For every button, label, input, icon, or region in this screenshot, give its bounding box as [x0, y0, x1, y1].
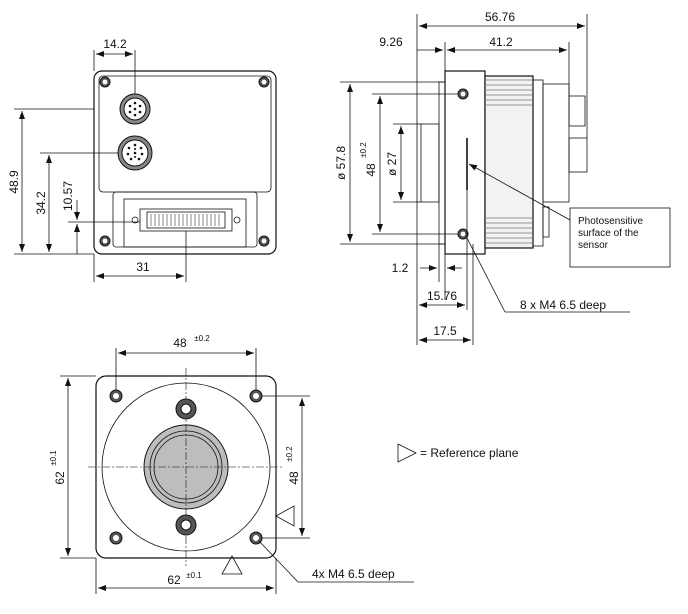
dim-flange-depth: 17.5 [433, 324, 457, 338]
power-connector [117, 135, 153, 171]
dim-bottom-height: 62 [53, 471, 67, 485]
dim-body-length: 41.2 [489, 35, 513, 49]
dim-bottom-hole-spacing-top: 48 [173, 336, 187, 350]
reference-plane-triangle-icon [397, 443, 417, 463]
dim-sensor-offset: 15.76 [427, 289, 457, 303]
rear-connector-top [568, 95, 586, 127]
sensor-note-box [569, 207, 671, 268]
side-flange [444, 70, 486, 255]
label-sensor-line1: Photosensitive [578, 216, 643, 227]
front-corner-screws [99, 76, 270, 247]
legend: = Reference plane [397, 443, 519, 463]
dim-bottom-hole-spacing-right-tol: ±0.2 [285, 446, 294, 462]
legend-reference-plane: = Reference plane [420, 446, 519, 460]
label-bottom-holes: 4x M4 6.5 deep [312, 567, 395, 581]
io-connector-small [119, 93, 151, 125]
dim-height-total: 48.9 [7, 170, 21, 194]
dim-diameter-lens: ø 27 [385, 152, 399, 176]
dim-diameter-outer: ø 57.8 [334, 146, 348, 180]
bottom-view: 48 ±0.2 62 ±0.1 48 ±0.2 62 ±0.1 4x M4 6.… [49, 334, 414, 594]
dim-flange-offset: 9.26 [379, 35, 403, 49]
dim-hole-spacing: 48 [364, 163, 378, 177]
dim-bottom-hole-spacing-top-tol: ±0.2 [194, 334, 210, 343]
dim-height-lower: 34.2 [34, 191, 48, 215]
front-view: 14.2 48.9 34.2 10.57 31 [7, 37, 277, 282]
dim-bottom-hole-spacing-right: 48 [287, 471, 301, 485]
side-view: 56.76 9.26 41.2 ø 57.8 48 ±0.2 ø 27 1.2 [334, 10, 671, 345]
dim-total-length: 56.76 [485, 10, 515, 24]
dim-small-gap: 1.2 [392, 261, 409, 275]
dim-bottom-width: 62 [167, 573, 181, 587]
label-side-holes: 8 x M4 6.5 deep [520, 298, 606, 312]
dim-connector-offset: 14.2 [103, 37, 127, 51]
dim-hole-spacing-tol: ±0.2 [359, 142, 368, 158]
lens-mount [416, 123, 440, 203]
side-body [484, 75, 534, 249]
label-sensor-line2: surface of the [578, 228, 639, 239]
rear-connector-bottom [568, 137, 588, 173]
dim-bottom-width-tol: ±0.1 [186, 571, 202, 580]
bottom-corner-holes [109, 389, 263, 545]
dim-width-connector: 31 [136, 260, 150, 274]
label-sensor-line3: sensor [578, 240, 609, 251]
dim-bottom-height-tol: ±0.1 [49, 450, 58, 466]
dim-height-bottom: 10.57 [61, 181, 75, 211]
